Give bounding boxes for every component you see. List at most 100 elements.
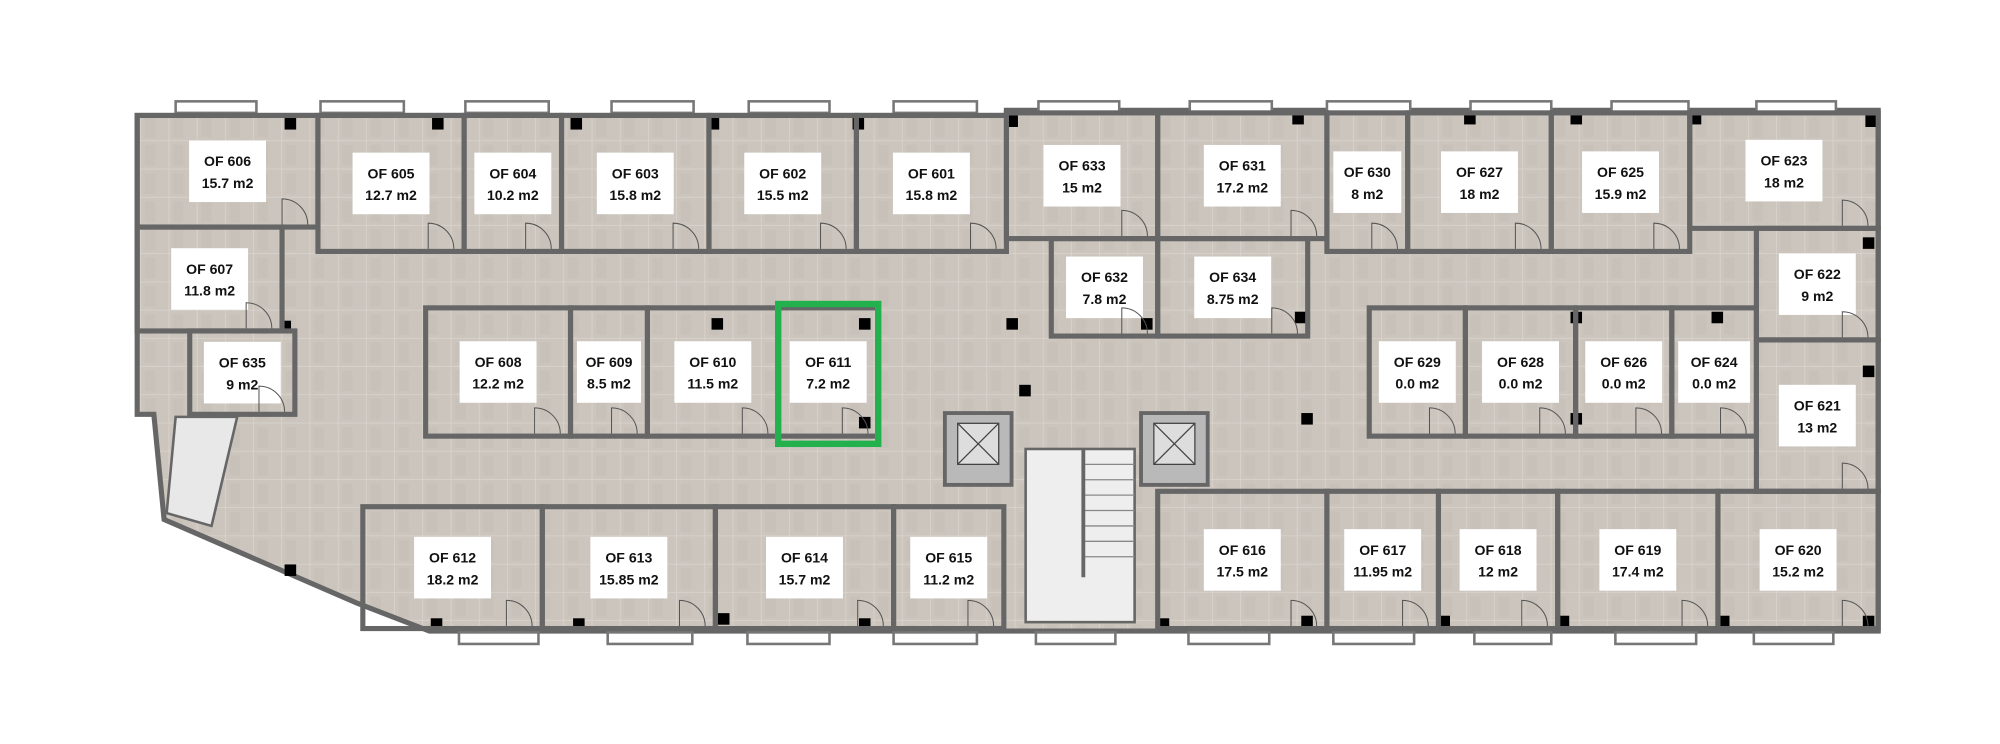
- window: [892, 100, 979, 115]
- column: [1301, 413, 1313, 425]
- room-label-box: [1194, 256, 1272, 319]
- room-label-box: [1441, 151, 1518, 213]
- door-icon: [820, 222, 847, 249]
- door-icon: [505, 599, 533, 626]
- window: [1034, 631, 1117, 646]
- door-icon: [841, 407, 869, 434]
- room-area: 11.5 m2: [687, 376, 738, 392]
- room-615[interactable]: OF 615 11.2 m2: [891, 504, 1007, 632]
- column: [573, 618, 585, 630]
- room-name: OF 631: [1219, 158, 1266, 174]
- room-area: 8 m2: [1351, 186, 1383, 202]
- room-label-box: [789, 341, 867, 403]
- door-icon: [525, 222, 552, 249]
- room-area: 18.2 m2: [427, 571, 479, 587]
- column: [1292, 112, 1304, 125]
- door-icon: [672, 222, 700, 249]
- room-name: OF 605: [368, 165, 415, 181]
- room-name: OF 628: [1497, 354, 1544, 370]
- door-icon: [258, 385, 286, 412]
- room-label-box: [1678, 341, 1750, 403]
- elevator: [1139, 411, 1210, 487]
- room-area: 7.2 m2: [806, 376, 850, 392]
- room-label-box: [674, 341, 752, 403]
- door-icon: [967, 599, 995, 626]
- room-area: 11.2 m2: [923, 571, 974, 587]
- door-icon: [427, 222, 455, 249]
- room-label-box: [1203, 529, 1281, 591]
- room-label-box: [189, 140, 267, 203]
- window: [606, 631, 694, 646]
- room-name: OF 633: [1059, 158, 1106, 174]
- room-label-box: [596, 152, 674, 215]
- window: [319, 100, 406, 115]
- room-area: 11.8 m2: [184, 283, 235, 299]
- room-name: OF 618: [1475, 542, 1522, 558]
- window: [174, 100, 258, 115]
- window: [746, 631, 831, 646]
- column: [430, 618, 443, 630]
- room-label-box: [1203, 144, 1281, 207]
- column: [858, 318, 871, 330]
- window: [1614, 631, 1698, 646]
- column: [707, 118, 720, 130]
- window: [1332, 631, 1416, 646]
- door-icon: [741, 407, 769, 434]
- room-name: OF 612: [429, 549, 476, 565]
- column: [279, 320, 292, 333]
- door-icon: [1428, 407, 1456, 434]
- door-icon: [1121, 209, 1148, 237]
- room-area: 15 m2: [1062, 179, 1102, 195]
- room-label-box: [766, 536, 843, 599]
- room-name: OF 616: [1219, 542, 1266, 558]
- room-label-box: [352, 152, 430, 215]
- room-label-box: [474, 152, 552, 215]
- door-icon: [1271, 307, 1298, 334]
- room-area: 18 m2: [1460, 186, 1500, 202]
- column: [284, 564, 297, 576]
- room-name: OF 632: [1081, 269, 1128, 285]
- column: [1294, 311, 1307, 324]
- room-label-box: [590, 536, 668, 599]
- column: [1711, 311, 1724, 324]
- column: [1557, 615, 1570, 628]
- window: [1187, 631, 1271, 646]
- column: [1717, 615, 1730, 628]
- column: [432, 118, 444, 130]
- column: [1570, 112, 1583, 125]
- column: [284, 118, 297, 130]
- column: [1019, 384, 1031, 397]
- column: [711, 318, 724, 330]
- column: [1862, 615, 1875, 628]
- room-name: OF 615: [925, 549, 972, 565]
- room-area: 11.95 m2: [1353, 564, 1412, 580]
- door-icon: [1635, 407, 1663, 434]
- room-612[interactable]: OF 612 18.2 m2: [360, 504, 545, 632]
- room-area: 17.2 m2: [1216, 179, 1268, 195]
- room-name: OF 627: [1456, 164, 1503, 180]
- window: [1752, 631, 1835, 646]
- room-name: OF 603: [612, 165, 659, 181]
- column: [570, 118, 583, 130]
